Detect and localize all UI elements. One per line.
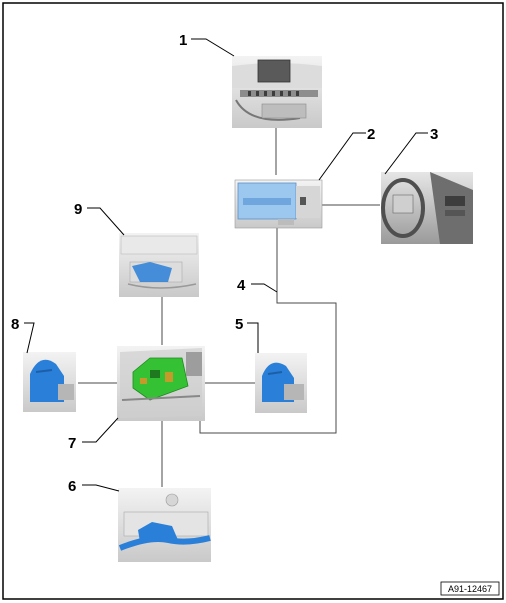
component-display-unit — [234, 179, 323, 229]
leader-2 — [318, 132, 366, 181]
callout-8: 8 — [11, 316, 19, 333]
leader-6 — [82, 484, 120, 492]
figure-reference-text: A91-12467 — [448, 584, 492, 594]
callout-2: 2 — [367, 126, 375, 143]
callout-9: 9 — [74, 201, 82, 218]
leader-5 — [247, 322, 259, 353]
component-roof-module — [119, 233, 199, 297]
component-steering-wheel — [381, 172, 473, 244]
leader-3 — [384, 132, 428, 175]
connection-lines — [78, 128, 380, 487]
figure-reference: A91-12467 — [440, 581, 500, 596]
leader-8 — [24, 322, 35, 354]
leader-7 — [82, 417, 119, 443]
component-connector-left — [23, 352, 76, 412]
component-dashboard — [232, 56, 322, 128]
callout-labels: 1 2 3 4 5 6 7 8 9 — [11, 32, 438, 495]
callout-leaders — [24, 38, 428, 492]
callout-5: 5 — [235, 316, 243, 333]
callout-3: 3 — [430, 126, 438, 143]
component-connector-right — [255, 353, 307, 413]
callout-7: 7 — [68, 435, 76, 452]
component-floor-wiring — [118, 488, 211, 562]
leader-1 — [191, 38, 235, 57]
leader-4 — [251, 283, 278, 293]
callout-6: 6 — [68, 478, 76, 495]
callout-1: 1 — [179, 32, 187, 49]
line-4-bus — [199, 228, 337, 434]
component-control-module — [117, 346, 205, 421]
leader-9 — [87, 207, 125, 236]
callout-4: 4 — [237, 277, 246, 294]
